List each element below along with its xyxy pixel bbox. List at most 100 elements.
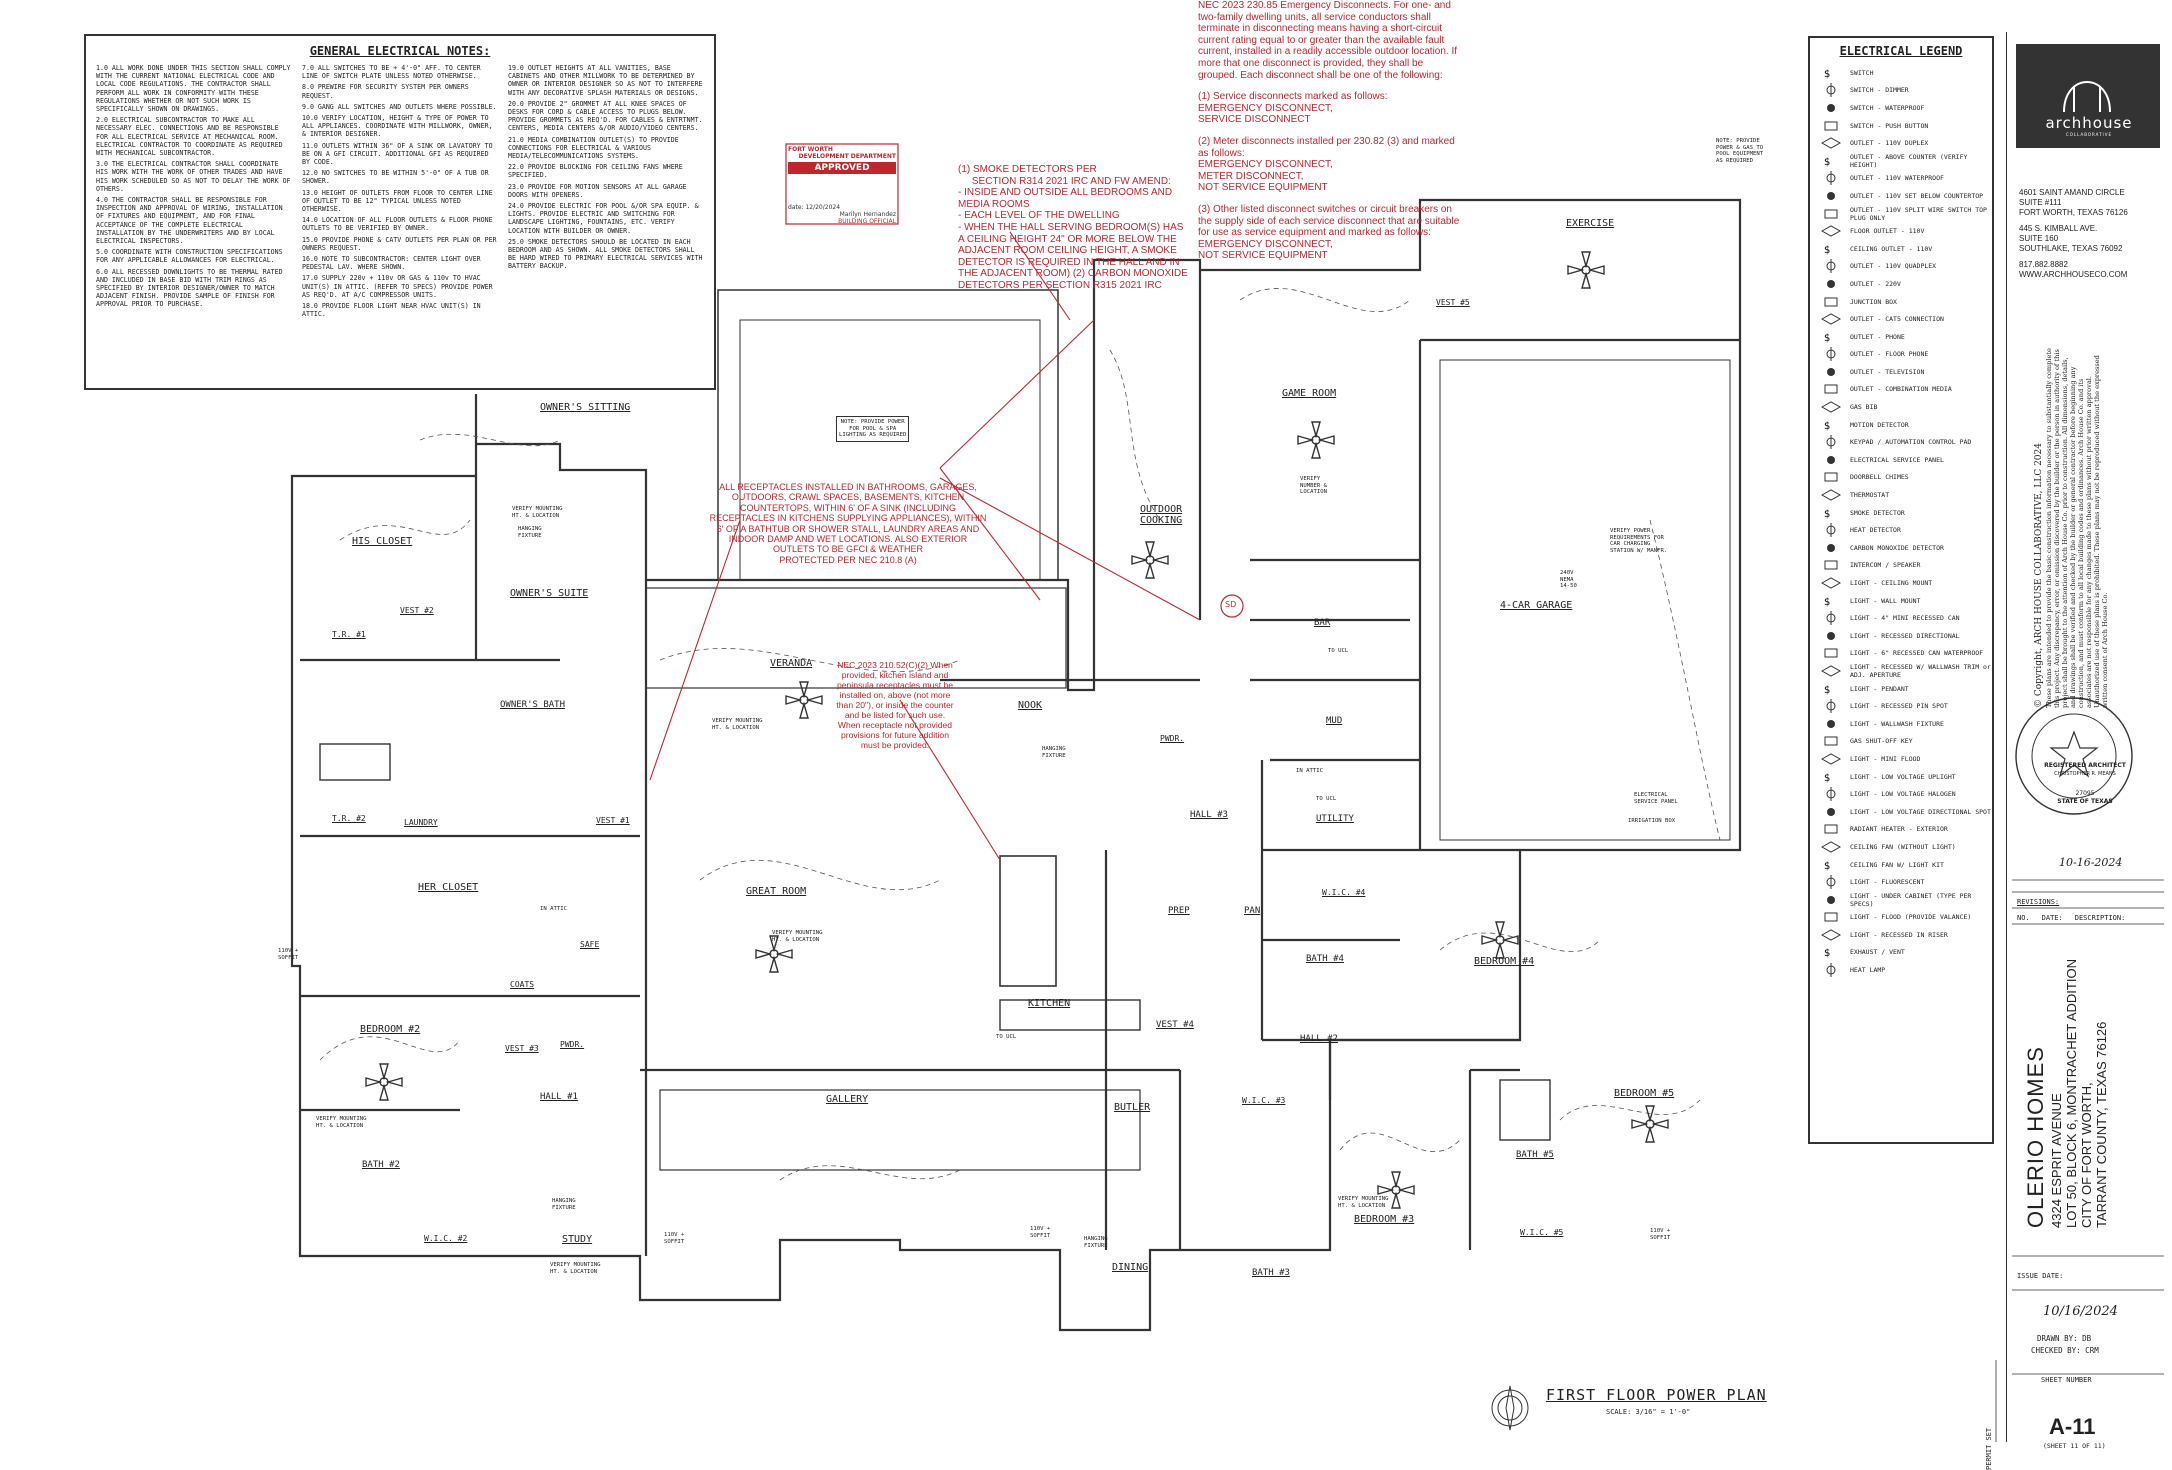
legend-label: LIGHT - MINI FLOOD xyxy=(1850,754,1921,763)
legend-symbol-icon xyxy=(1826,963,1836,978)
stamp-status: APPROVED xyxy=(788,162,896,174)
revisions-title: REVISIONS: xyxy=(2017,898,2060,906)
room-wic4: W.I.C. #4 xyxy=(1322,888,1366,897)
legend-symbol-icon xyxy=(1820,929,1842,941)
room-bath2: BATH #2 xyxy=(362,1160,400,1170)
legend-symbol-icon xyxy=(1820,841,1842,853)
note-line: DETECTORS PER SECTION R315 2021 IRC xyxy=(958,279,1162,291)
legend-item: RADIANT HEATER - EXTERIOR xyxy=(1810,821,1992,839)
legend-symbol-icon xyxy=(1827,895,1835,904)
legend-item: HEAT DETECTOR xyxy=(1810,521,1992,539)
room-outdoor-cooking: OUTDOOR COOKING xyxy=(1140,504,1182,526)
room-nook: NOOK xyxy=(1018,700,1043,711)
note-line: than 20"), or inside the counter xyxy=(836,700,954,710)
note-line: terminate in disconnecting means having … xyxy=(1198,23,1443,35)
legend-symbol-icon xyxy=(1826,347,1836,362)
legend-label: RADIANT HEATER - EXTERIOR xyxy=(1850,825,1948,834)
legend-item: OUTLET - 110V SPLIT WIRE SWITCH TOP PLUG… xyxy=(1810,205,1992,223)
legend-label: EXHAUST / VENT xyxy=(1850,948,1905,957)
room-four-car-garage: 4-CAR GARAGE xyxy=(1500,600,1573,611)
room-safe: SAFE xyxy=(580,940,600,949)
room-outdoor-cooking-label: OUTDOOR COOKING xyxy=(1140,504,1183,526)
legend-item: CARBON MONOXIDE DETECTOR xyxy=(1810,539,1992,557)
legend-symbol-icon xyxy=(1824,209,1838,219)
legend-symbol-icon: $ xyxy=(1824,948,1830,959)
note-line: PROTECTED PER NEC 210.8 (A) xyxy=(779,554,917,565)
legend-symbol-icon xyxy=(1820,489,1842,501)
address-line: FORT WORTH, TEXAS 76126 xyxy=(2019,208,2128,217)
legend-label: FLOOR OUTLET - 110V xyxy=(1850,227,1925,236)
note-line: MEDIA ROOMS xyxy=(958,198,1030,210)
fan-bedroom4 xyxy=(1481,921,1519,959)
svg-text:$: $ xyxy=(1824,157,1830,168)
room-bath4: BATH #4 xyxy=(1306,954,1344,964)
north-arrow xyxy=(1491,1385,1529,1431)
soffit-label: 110V + SOFFIT xyxy=(664,1232,685,1245)
legend-item: KEYPAD / AUTOMATION CONTROL PAD xyxy=(1810,433,1992,451)
legend-item: LIGHT - RECESSED W/ WALLWASH TRIM or ADJ… xyxy=(1810,662,1992,680)
legend-symbol-icon xyxy=(1826,83,1836,98)
to-ucl-label: TO UCL xyxy=(996,1034,1017,1040)
emergency-disconnect-note: NEC 2023 230.85 Emergency Disconnects. F… xyxy=(1198,0,1478,262)
legend-label: LIGHT - FLOOD (PROVIDE VALANCE) xyxy=(1850,913,1972,922)
note: 10.0 VERIFY LOCATION, HEIGHT & TYPE OF P… xyxy=(302,114,493,139)
legend-item: $CEILING FAN W/ LIGHT KIT xyxy=(1810,856,1992,874)
legend-item: $OUTLET - ABOVE COUNTER (VERIFY HEIGHT) xyxy=(1810,152,1992,170)
legend-symbol-icon: $ xyxy=(1824,597,1830,608)
legend-symbol-icon xyxy=(1827,807,1835,816)
note-line: installed on, above (not more xyxy=(839,690,951,700)
legend-item: SWITCH - WATERPROOF xyxy=(1810,99,1992,117)
project-line2: LOT 50, BLOCK 6, MONTRACHET ADDITION xyxy=(2064,959,2079,1228)
room-dining: DINING xyxy=(1112,1262,1149,1273)
fan-great-room xyxy=(755,935,793,973)
verify-mounting-label: VERIFY MOUNTING HT. & LOCATION xyxy=(512,506,563,519)
verify-number-label: VERIFY NUMBER & LOCATION xyxy=(1300,476,1327,496)
room-bedroom4: BEDROOM #4 xyxy=(1474,956,1535,967)
service-panel-label: ELECTRICAL SERVICE PANEL xyxy=(1634,792,1678,805)
legend-item: SWITCH - DIMMER xyxy=(1810,82,1992,100)
fan-game-room xyxy=(1297,421,1335,459)
legend-item: CEILING FAN (WITHOUT LIGHT) xyxy=(1810,838,1992,856)
note: 14.0 LOCATION OF ALL FLOOR OUTLETS & FLO… xyxy=(302,216,493,233)
legend-symbol-icon xyxy=(1820,401,1842,413)
stamp-role: BUILDING OFFICIAL xyxy=(838,218,896,225)
revisions-header: NO. DATE: DESCRIPTION: xyxy=(2017,914,2125,922)
legend-item: OUTLET - 110V SET BELOW COUNTERTOP xyxy=(1810,187,1992,205)
note-line: and be listed for such use. xyxy=(844,710,946,720)
car-charging-note: VERIFY POWER REQUIREMENTS FOR CAR CHARGI… xyxy=(1610,528,1668,554)
verify-mounting-label: VERIFY MOUNTING HT. & LOCATION xyxy=(712,718,763,731)
note: 25.0 SMOKE DETECTORS SHOULD BE LOCATED I… xyxy=(508,237,703,271)
legend-title: ELECTRICAL LEGEND xyxy=(1839,44,1963,58)
legend-label: OUTLET - 110V WATERPROOF xyxy=(1850,174,1944,183)
stamp-date: date: 12/20/2024 xyxy=(788,204,841,211)
legend-symbol-icon: $ xyxy=(1824,69,1830,80)
note: 1.0 ALL WORK DONE UNDER THIS SECTION SHA… xyxy=(96,64,291,114)
legend-label: OUTLET - FLOOR PHONE xyxy=(1850,350,1929,359)
address-line: SUITE 160 xyxy=(2019,234,2059,243)
legend-label: LIGHT - LOW VOLTAGE HALOGEN xyxy=(1850,790,1956,799)
note-line: EMERGENCY DISCONNECT, xyxy=(1198,238,1333,250)
legend-symbol-icon: $ xyxy=(1824,773,1830,784)
legend-label: LIGHT - CEILING MOUNT xyxy=(1850,579,1933,588)
legend-item: SWITCH - PUSH BUTTON xyxy=(1810,117,1992,135)
legend-symbol-icon xyxy=(1820,577,1842,589)
gfci-receptacle-note: ALL RECEPTACLES INSTALLED IN BATHROOMS, … xyxy=(708,482,988,565)
firm-sub: COLLABORATIVE xyxy=(2066,132,2112,137)
note-line: two-family dwelling units, all service c… xyxy=(1198,11,1431,23)
note-line: - EACH LEVEL OF THE DWELLING xyxy=(958,210,1120,222)
note: 21.0 MEDIA COMBINATION OUTLET(S) TO PROV… xyxy=(508,135,679,161)
general-electrical-notes: GENERAL ELECTRICAL NOTES: 1.0 ALL WORK D… xyxy=(84,34,716,390)
note-line: must be provided. xyxy=(860,740,930,750)
note-line: COUNTERTOPS, WITHIN 6' OF A SINK (INCLUD… xyxy=(740,502,956,513)
legend-item: $SWITCH xyxy=(1810,64,1992,82)
legend-symbol-icon xyxy=(1826,611,1836,626)
note-line: (1) SMOKE DETECTORS PER xyxy=(958,164,1097,175)
legend-symbol-icon xyxy=(1826,875,1836,890)
legend-label: LIGHT - RECESSED W/ WALLWASH TRIM or ADJ… xyxy=(1850,662,1991,679)
note-line: ADJACENT ROOM CEILING HEIGHT, A SMOKE xyxy=(958,245,1177,257)
note-line: 6' OF A BATHTUB OR SHOWER STALL, LAUNDRY… xyxy=(716,523,980,534)
room-kitchen: KITCHEN xyxy=(1028,998,1071,1009)
legend-item: LIGHT - RECESSED DIRECTIONAL xyxy=(1810,627,1992,645)
issue-date: 10/16/2024 xyxy=(2043,1304,2118,1319)
legend-item: OUTLET - 110V DUPLEX xyxy=(1810,134,1992,152)
